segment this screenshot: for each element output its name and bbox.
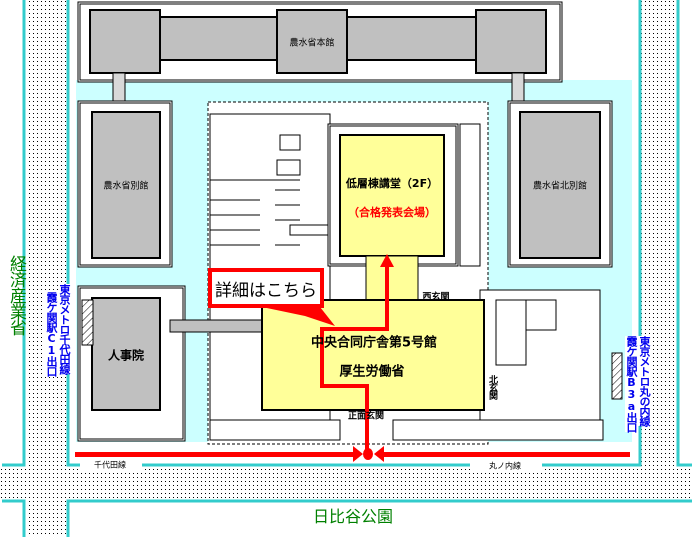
label-left-station-exit: 霞ケ関駅C1出口 (45, 292, 58, 376)
maff-north-annex (519, 111, 601, 259)
label-maff-main: 農水省本館 (289, 38, 335, 49)
maff-main-building (89, 9, 547, 114)
label-maff-north-annex: 農水省北別館 (532, 181, 588, 192)
label-meti: 経済産業省 (6, 255, 26, 335)
label-west-entrance: 西玄関 (422, 292, 450, 303)
label-marunouchi-road: 丸ノ内線 (489, 461, 521, 471)
label-mhlw: 厚生労働省 (339, 364, 405, 380)
label-chiyoda-road: 千代田線 (94, 460, 126, 470)
label-auditorium: 低層棟講堂（2F） (345, 177, 439, 190)
label-nps: 人事院 (107, 348, 145, 363)
exit-c1-hatch (81, 299, 94, 346)
label-right-metro-line: 東京メトロ丸の内線 (638, 336, 651, 426)
exit-b3a-hatch (611, 352, 623, 400)
route (75, 254, 630, 462)
label-north-entrance: 北玄関 (487, 375, 497, 399)
label-exam-results-venue: （合格発表会場） (348, 206, 436, 219)
label-hibiya-park: 日比谷公園 (312, 507, 394, 526)
label-maff-annex: 農水省別館 (103, 181, 149, 192)
label-left-metro-line: 東京メトロ千代田線 (58, 284, 71, 374)
maff-annex (91, 111, 161, 259)
nps-building (91, 297, 161, 411)
label-main-entrance: 正面玄関 (347, 411, 385, 422)
details-callout-link[interactable]: 詳細はこちら (208, 268, 324, 308)
label-central-building-5: 中央合同庁舎第5号館 (310, 335, 438, 351)
label-right-station-exit: 霞ケ関駅B3a出口 (625, 336, 638, 432)
